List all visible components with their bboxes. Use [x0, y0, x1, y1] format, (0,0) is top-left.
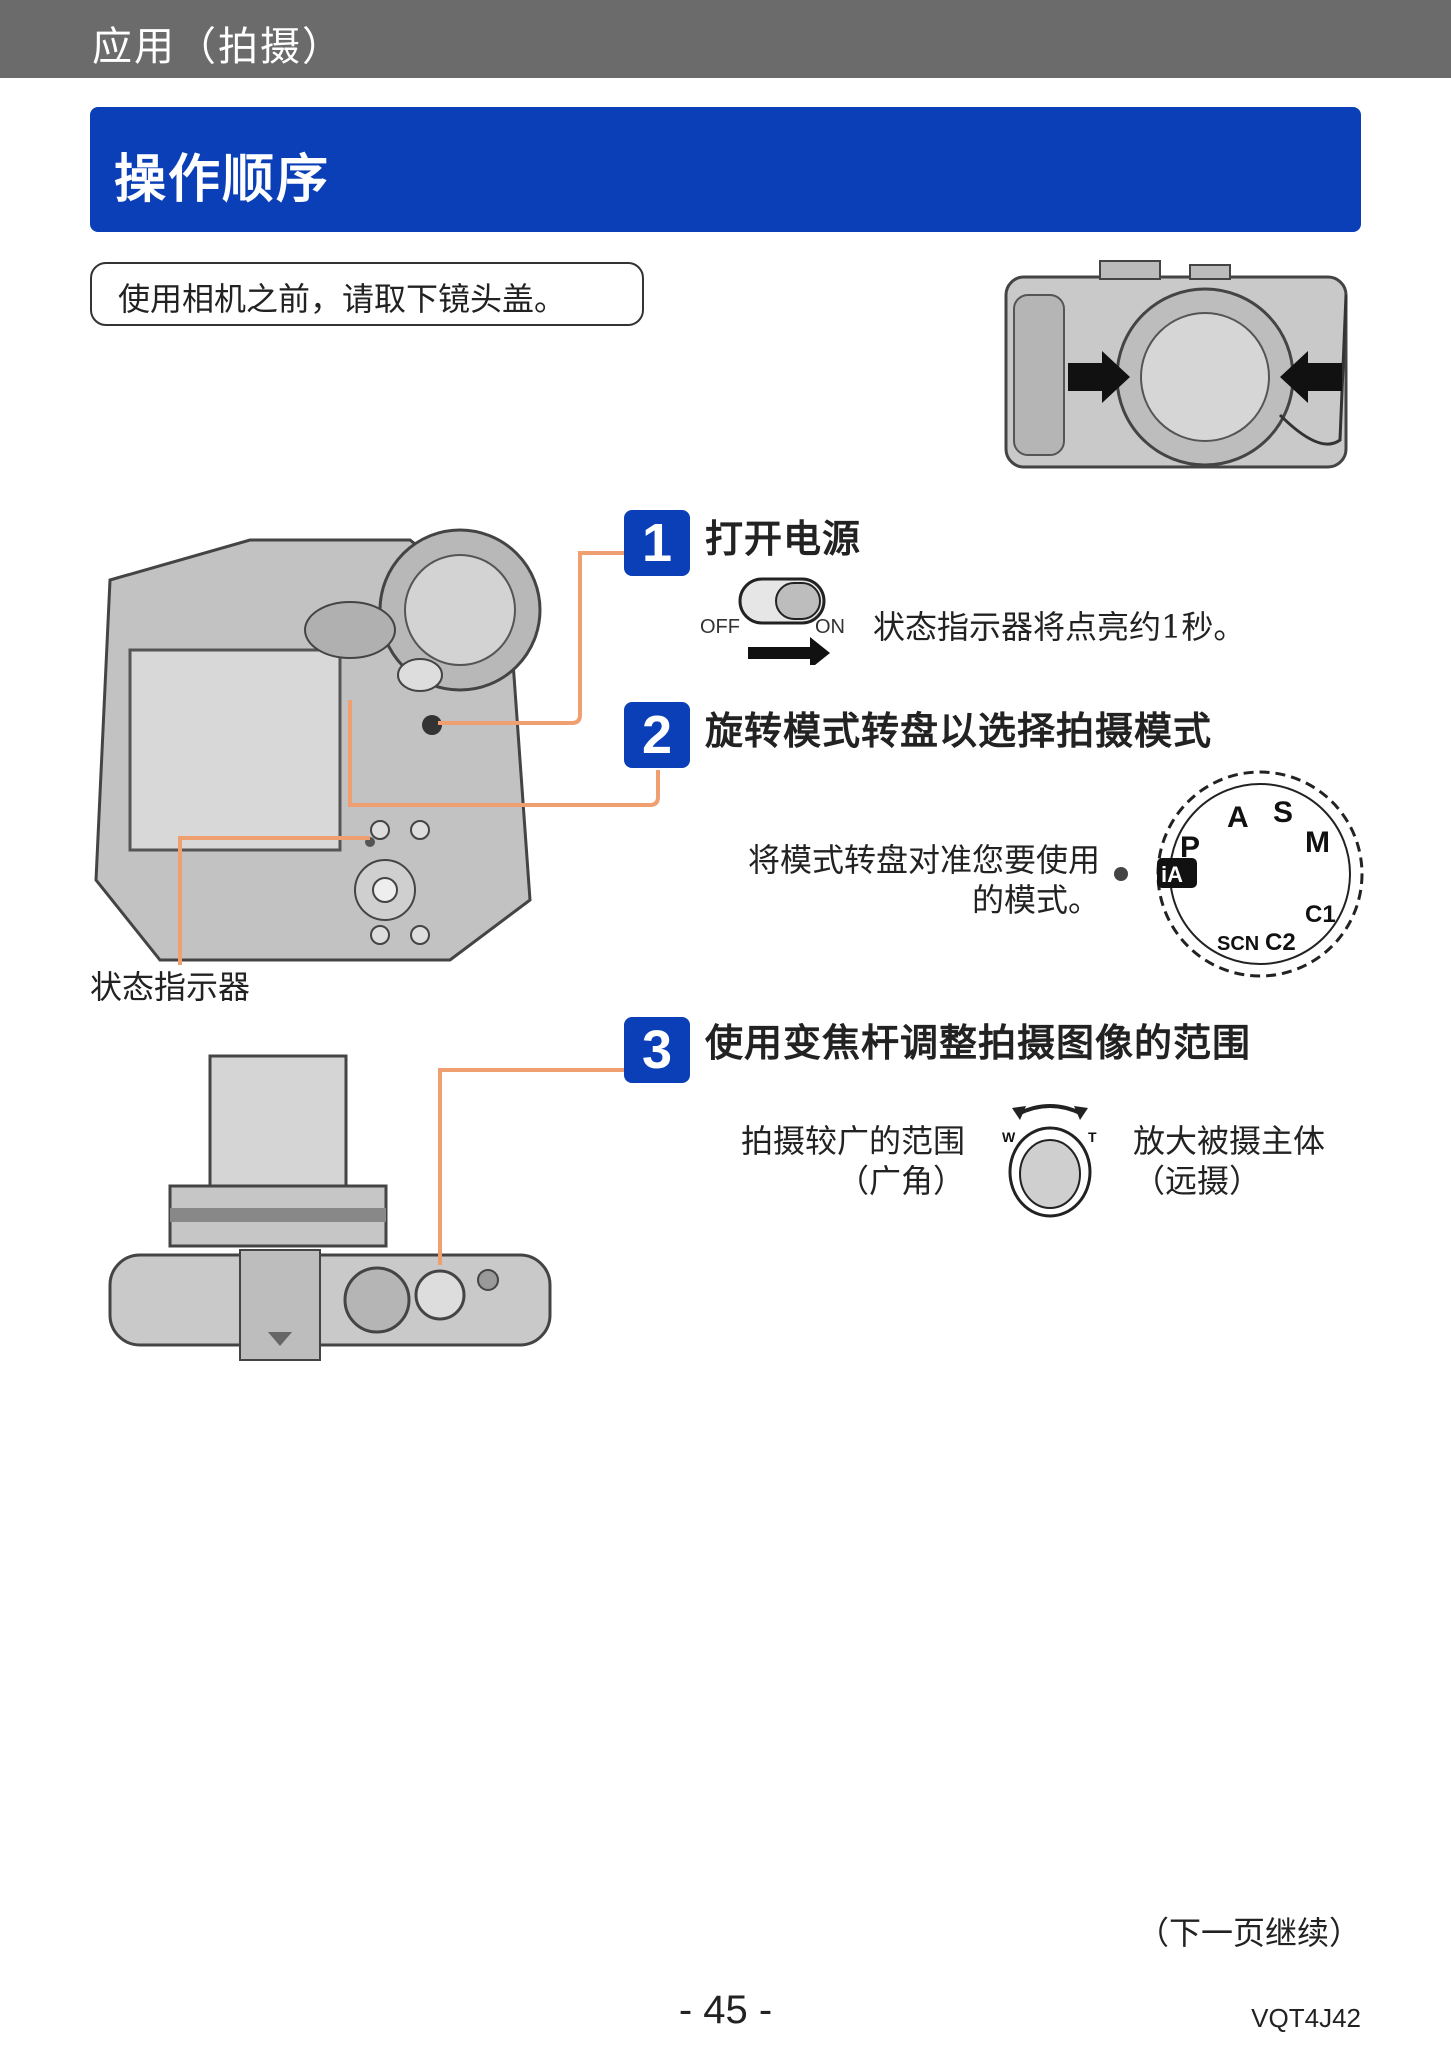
- step-2-number: 2: [624, 702, 690, 768]
- page-number: - 45 -: [678, 1988, 773, 2032]
- page-title-band: 操作顺序: [90, 107, 1361, 232]
- power-switch-icon: [738, 577, 830, 665]
- switch-on-label: ON: [815, 616, 845, 638]
- document-code: VQT4J42: [1251, 2003, 1361, 2033]
- step-1-description: 状态指示器将点亮约1秒。: [873, 608, 1246, 646]
- step-3-number: 3: [624, 1017, 690, 1083]
- step-2-title: 旋转模式转盘以选择拍摄模式: [705, 709, 1213, 753]
- step-2-description-line1: 将模式转盘对准您要使用: [747, 841, 1100, 879]
- step-2-description-line2: 的模式。: [971, 881, 1100, 919]
- zoom-tele-line2: （远摄）: [1133, 1162, 1262, 1200]
- zoom-wide-line1: 拍摄较广的范围: [740, 1122, 965, 1160]
- dial-mark-ia: iA: [1161, 862, 1183, 887]
- lens-cap-note-text: 使用相机之前，请取下镜头盖。: [118, 280, 567, 318]
- section-title: 应用（拍摄）: [92, 24, 344, 70]
- step-1-number: 1: [624, 510, 690, 576]
- status-indicator-label: 状态指示器: [90, 968, 251, 1006]
- dial-mark-s: S: [1273, 796, 1293, 829]
- mode-dial-icon: A S M P iA SCN C1 C2: [1114, 770, 1364, 978]
- page-title: 操作顺序: [114, 150, 331, 210]
- zoom-wide-line2: （广角）: [836, 1162, 965, 1200]
- camera-lens-cap-illustration: [1004, 260, 1348, 469]
- section-header: 应用（拍摄）: [0, 0, 1451, 78]
- dial-mark-p: P: [1180, 831, 1200, 864]
- zoom-w-mark: W: [1002, 1129, 1016, 1145]
- zoom-tele-line1: 放大被摄主体: [1133, 1122, 1326, 1160]
- dial-mark-scn: SCN: [1217, 933, 1259, 955]
- step-1-title: 打开电源: [705, 517, 862, 561]
- camera-top-illustration: [108, 1054, 552, 1361]
- step-3-title: 使用变焦杆调整拍摄图像的范围: [705, 1021, 1252, 1065]
- switch-off-label: OFF: [700, 616, 740, 638]
- zoom-t-mark: T: [1088, 1129, 1097, 1145]
- camera-rear-illustration: [94, 528, 542, 962]
- zoom-lever-icon: W T: [1002, 1104, 1097, 1218]
- dial-mark-a: A: [1227, 801, 1249, 834]
- dial-mark-c1: C1: [1305, 901, 1336, 928]
- leader-lines: [178, 551, 660, 1265]
- lens-cap-note: 使用相机之前，请取下镜头盖。: [90, 262, 644, 326]
- continued-note: （下一页继续）: [1136, 1914, 1361, 1952]
- dial-mark-c2: C2: [1265, 929, 1296, 956]
- dial-mark-m: M: [1305, 826, 1330, 859]
